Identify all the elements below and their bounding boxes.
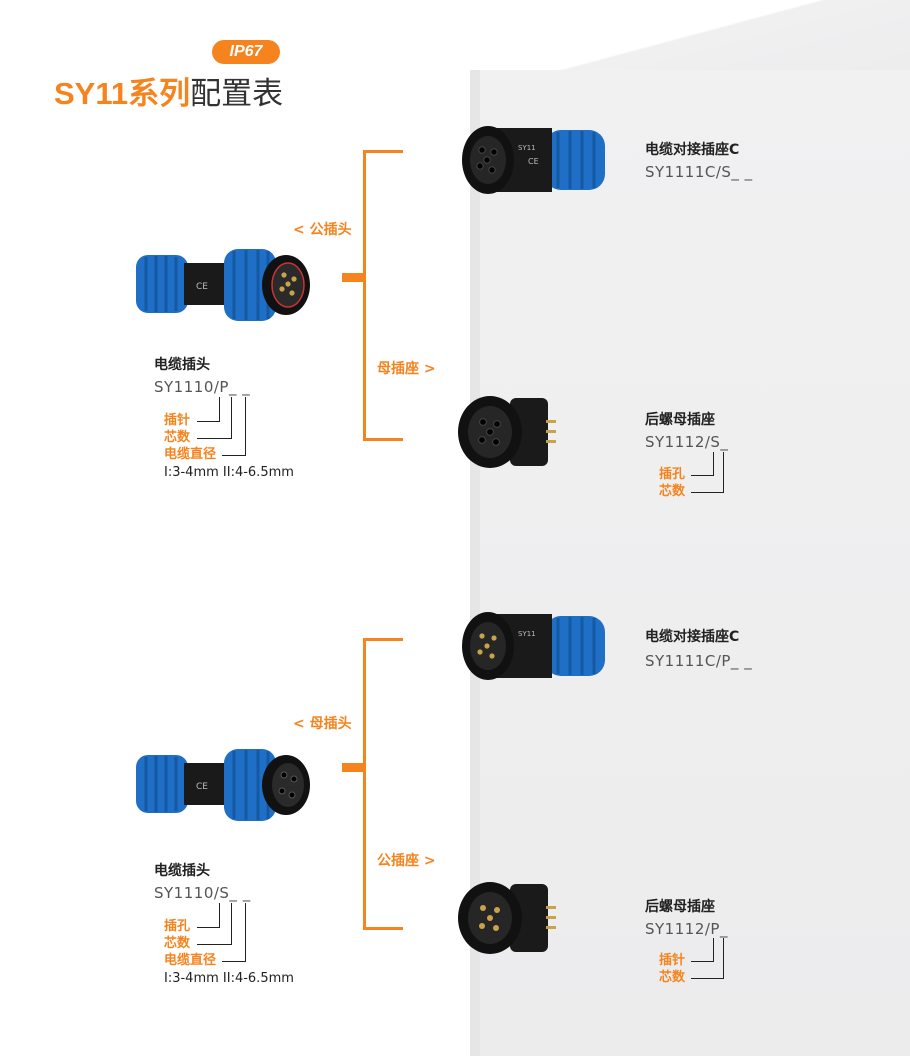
tree-branch-top <box>363 638 403 641</box>
branch-label-upper: < 母插头 <box>293 716 352 732</box>
right-legend-bracket-2 <box>691 938 724 979</box>
svg-text:CE: CE <box>196 282 208 292</box>
right-legend-item-2: 芯数 <box>659 970 686 985</box>
legend-item-2: 芯数 <box>164 430 191 445</box>
legend-item-3: 电缆直径 <box>164 447 217 462</box>
tree-branch-bottom <box>363 438 403 441</box>
tree-branch-top <box>363 150 403 153</box>
right-legend-bracket-1 <box>691 938 714 962</box>
legend-bracket-1 <box>197 903 220 928</box>
right-top-product-name: 电缆对接插座C <box>645 629 740 645</box>
diameter-note: I:3-4mm II:4-6.5mm <box>164 465 294 480</box>
right-legend-bracket-1 <box>691 452 714 476</box>
ip67-badge: IP67 <box>212 40 280 64</box>
right-legend-item-2: 芯数 <box>659 484 686 499</box>
tree-trunk <box>363 638 366 930</box>
tree-stub <box>342 273 364 282</box>
branch-label-upper: < 公插头 <box>293 222 352 238</box>
svg-text:CE: CE <box>196 782 208 792</box>
svg-text:CE: CE <box>528 157 539 166</box>
right-bottom-product-name: 后螺母插座 <box>645 899 715 915</box>
right-bottom-product-name: 后螺母插座 <box>645 412 715 428</box>
tree-branch-bottom <box>363 927 403 930</box>
right-top-product-name: 电缆对接插座C <box>645 142 740 158</box>
branch-label-lower: 公插座 > <box>377 853 436 869</box>
left-product-name: 电缆插头 <box>154 863 210 879</box>
legend-bracket-3 <box>222 903 246 962</box>
legend-item-3: 电缆直径 <box>164 953 217 968</box>
right-bottom-product-code: SY1112/P_ <box>645 920 728 938</box>
legend-item-2: 芯数 <box>164 936 191 951</box>
legend-bracket-3 <box>222 397 246 456</box>
cable-plug-image: CE <box>136 249 310 321</box>
tree-trunk <box>363 150 366 441</box>
cable-plug-image: CE <box>136 749 310 821</box>
right-bottom-product-code: SY1112/S_ <box>645 433 729 451</box>
legend-item-1: 插针 <box>164 413 191 428</box>
rear-nut-socket-image <box>458 396 556 468</box>
legend-bracket-1 <box>197 397 220 422</box>
title-rest: 配置表 <box>190 76 284 112</box>
legend-item-1: 插孔 <box>164 919 191 934</box>
title-highlight: SY11系列 <box>54 76 191 111</box>
right-top-product-code: SY1111C/P_ _ <box>645 652 753 670</box>
branch-label-lower: 母插座 > <box>377 361 436 377</box>
left-product-code: SY1110/S_ _ <box>154 884 251 902</box>
tree-stub <box>342 763 364 772</box>
legend-bracket-2 <box>197 397 232 439</box>
legend-bracket-2 <box>197 903 232 945</box>
cable-coupler-image: SY11 CE <box>462 126 605 194</box>
rear-nut-socket-image <box>458 882 556 954</box>
left-product-code: SY1110/P_ _ <box>154 378 251 396</box>
right-legend-bracket-2 <box>691 452 724 493</box>
svg-text:SY11: SY11 <box>518 144 536 152</box>
right-legend-item-1: 插针 <box>659 953 686 968</box>
svg-text:SY11: SY11 <box>518 630 536 638</box>
cable-coupler-image: SY11 <box>462 612 605 680</box>
right-top-product-code: SY1111C/S_ _ <box>645 163 753 181</box>
page-title: SY11系列配置表 <box>54 72 283 116</box>
left-product-name: 电缆插头 <box>154 357 210 373</box>
right-legend-item-1: 插孔 <box>659 467 686 482</box>
diameter-note: I:3-4mm II:4-6.5mm <box>164 971 294 986</box>
